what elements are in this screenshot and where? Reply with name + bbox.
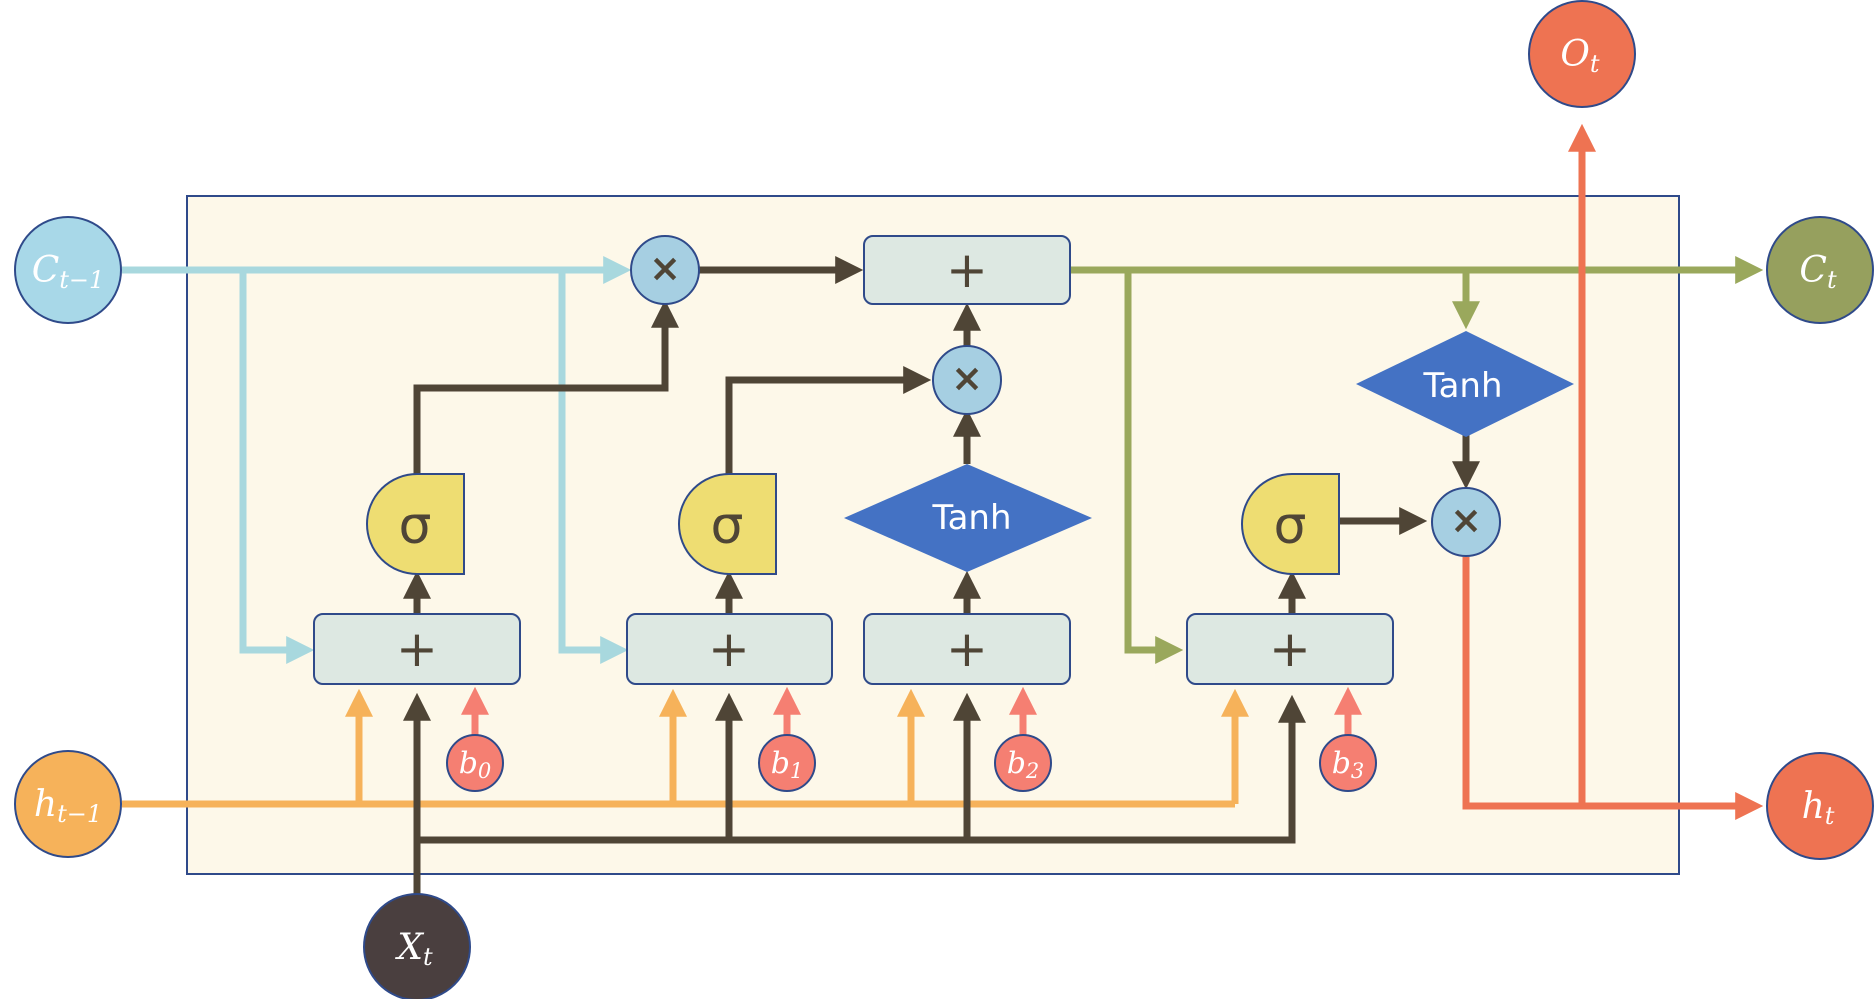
bias-node-0: b0 — [446, 734, 504, 792]
cell-state-prev-lines — [122, 256, 632, 664]
tanh-gate-candidate: Tanh — [844, 464, 1092, 572]
c-prev-to-sum0-line — [239, 270, 315, 664]
sigma-gate-0-symbol: σ — [399, 496, 432, 556]
output-lines — [1462, 123, 1764, 820]
sum-box-0-symbol: + — [396, 620, 438, 678]
sigma-gate-1-symbol: σ — [711, 496, 744, 556]
bias-node-3: b3 — [1319, 734, 1377, 792]
tanh-gate-output: Tanh — [1356, 331, 1574, 437]
tanh-gate-candidate-label: Tanh — [931, 498, 1011, 538]
sum-box-2: + — [863, 613, 1071, 685]
sum-box-2-symbol: + — [946, 620, 988, 678]
cell-state-new-lines — [1070, 256, 1764, 664]
x-t-trunk-line — [413, 694, 1306, 895]
bias-node-0-label: b0 — [459, 746, 492, 784]
input-lines — [403, 692, 1306, 895]
gate-connection-lines — [403, 256, 1480, 614]
input-mult-node: × — [932, 345, 1002, 415]
c-t-node: Ct — [1766, 216, 1874, 324]
cell-state-sum-symbol: + — [946, 241, 988, 299]
c-prev-node: Ct−1 — [14, 216, 122, 324]
bias-node-2-label: b2 — [1007, 746, 1040, 784]
sum-box-1-symbol: + — [708, 620, 750, 678]
bias-node-2: b2 — [994, 734, 1052, 792]
forget-mult-symbol: × — [649, 246, 681, 290]
input-mult-symbol: × — [951, 356, 983, 400]
c-t-to-sum3-line — [1124, 270, 1184, 664]
x-t-node: Xt — [363, 893, 471, 999]
o-t-node: Ot — [1528, 0, 1636, 108]
sum-box-1: + — [626, 613, 833, 685]
sum-box-3-symbol: + — [1269, 620, 1311, 678]
forget-mult-node: × — [630, 235, 700, 305]
h-prev-label: ht−1 — [34, 784, 102, 829]
output-mult-node: × — [1431, 487, 1501, 557]
hidden-prev-lines — [122, 688, 1249, 808]
h-t-label: ht — [1802, 786, 1835, 831]
c-t-label: Ct — [1799, 250, 1837, 295]
cell-state-sum-box: + — [863, 235, 1071, 305]
sigma-gate-3: σ — [1240, 473, 1340, 575]
sigma-gate-0: σ — [365, 473, 465, 575]
bias-lines — [461, 686, 1362, 736]
sigma0-to-forget-mult-line — [413, 299, 679, 474]
sigma-gate-3-symbol: σ — [1274, 496, 1307, 556]
h-prev-node: ht−1 — [14, 750, 122, 858]
x-t-label: Xt — [394, 927, 433, 972]
output-mult-to-h-t-line — [1462, 557, 1764, 820]
tanh-gate-output-label: Tanh — [1422, 366, 1502, 406]
h-t-node: ht — [1766, 752, 1874, 860]
bias-node-3-label: b3 — [1332, 746, 1365, 784]
sigma1-to-input-mult-line — [725, 366, 932, 474]
bias-node-1: b1 — [758, 734, 816, 792]
output-mult-symbol: × — [1450, 498, 1482, 542]
sum-box-3: + — [1186, 613, 1394, 685]
c-prev-label: Ct−1 — [32, 250, 105, 295]
bias-node-1-label: b1 — [771, 746, 804, 784]
sigma-gate-1: σ — [677, 473, 777, 575]
c-prev-to-sum1-line — [558, 270, 629, 664]
sum-box-0: + — [313, 613, 521, 685]
o-t-label: Ot — [1560, 34, 1600, 79]
